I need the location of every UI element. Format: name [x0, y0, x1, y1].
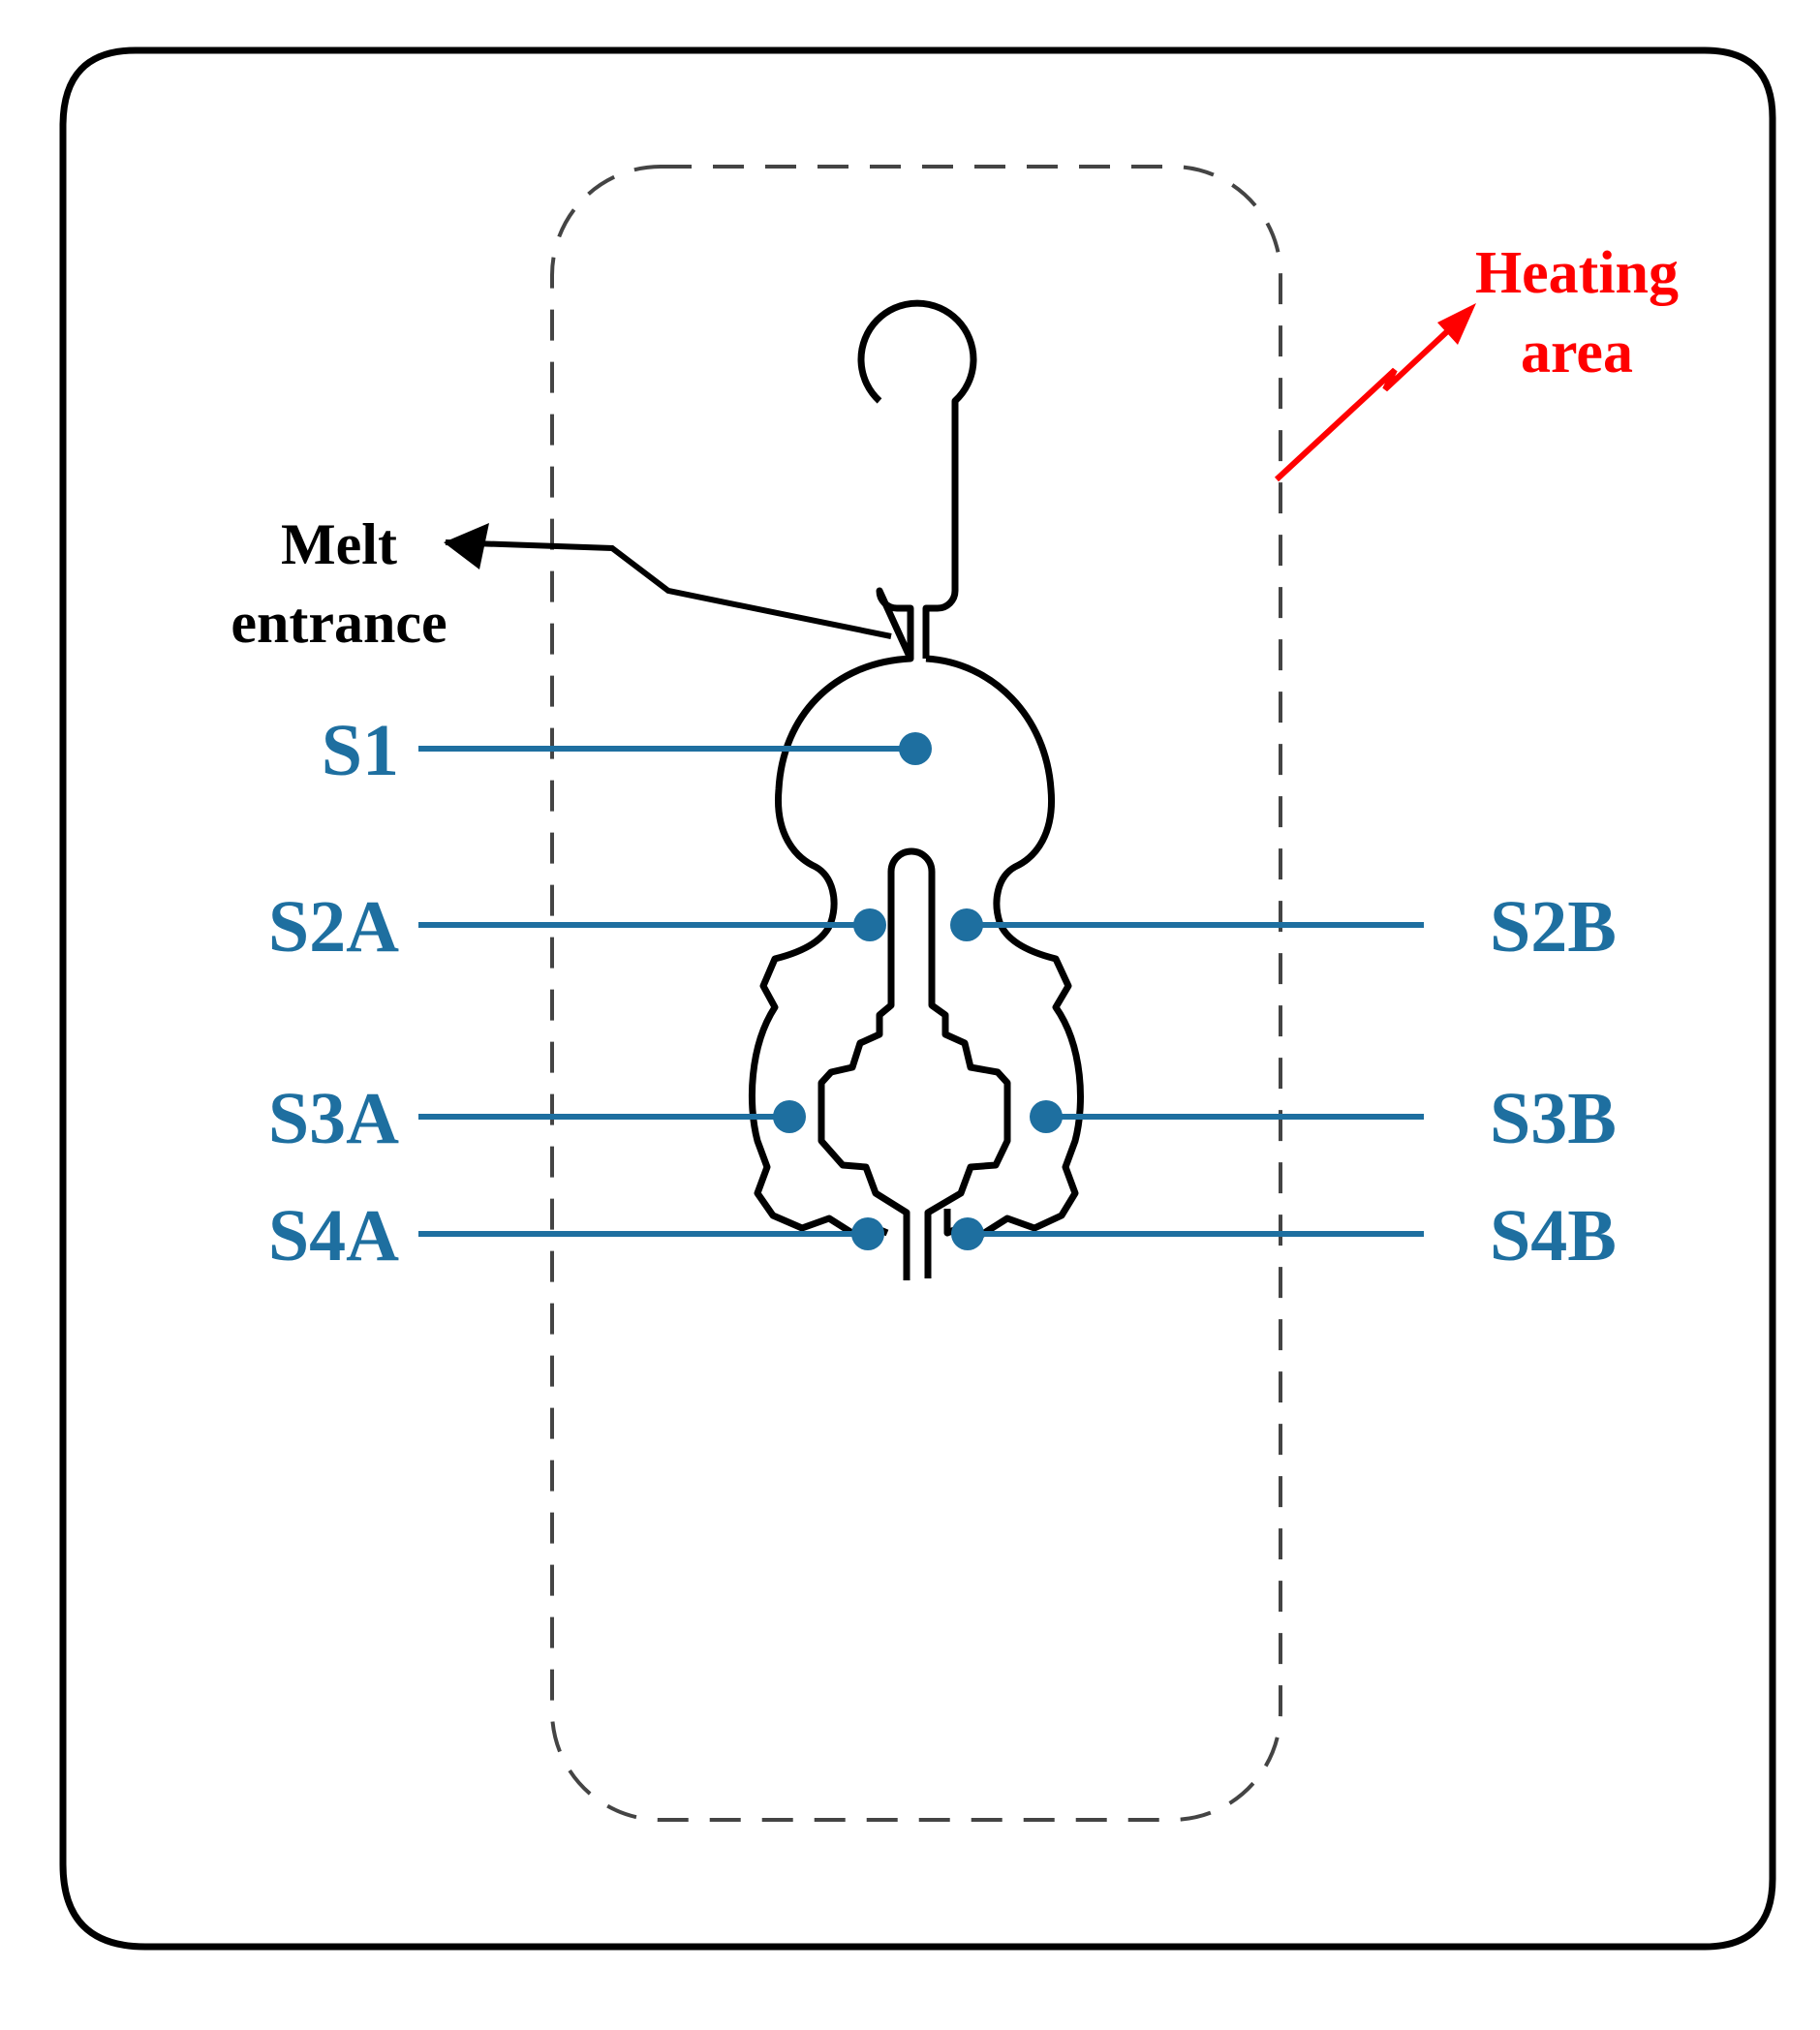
sensor-point-s3a	[773, 1100, 806, 1133]
melt-entrance-arrow	[444, 523, 892, 639]
heating-label-line1: Heating	[1475, 240, 1679, 306]
sensor-point-s1	[899, 732, 932, 765]
sensor-label-s4b: S4B	[1490, 1195, 1617, 1276]
outer-plate	[59, 46, 1776, 1951]
sensor-leaders	[418, 746, 1424, 1237]
sensor-label-s3a: S3A	[268, 1078, 399, 1159]
sensor-label-s2a: S2A	[268, 886, 399, 968]
sensor-point-s2b	[950, 908, 983, 941]
sensor-points	[773, 732, 1063, 1250]
sensor-label-s1: S1	[322, 710, 399, 791]
heating-area-boundary	[550, 165, 1282, 1822]
sensor-label-s3b: S3B	[1490, 1078, 1617, 1159]
sensor-label-s4a: S4A	[268, 1195, 399, 1276]
heating-label-line2: area	[1521, 320, 1633, 385]
sensor-label-s2b: S2B	[1490, 886, 1617, 968]
sensor-point-s2a	[853, 908, 886, 941]
mold-cavity	[748, 655, 1084, 1280]
melt-label-line1: Melt	[281, 512, 397, 576]
sensor-point-s3b	[1030, 1100, 1063, 1133]
heating-area-arrow	[1274, 303, 1476, 482]
sensor-point-s4a	[851, 1217, 884, 1250]
melt-label-line2: entrance	[231, 591, 447, 655]
sprue-runner	[857, 299, 977, 662]
sensor-point-s4b	[951, 1217, 984, 1250]
